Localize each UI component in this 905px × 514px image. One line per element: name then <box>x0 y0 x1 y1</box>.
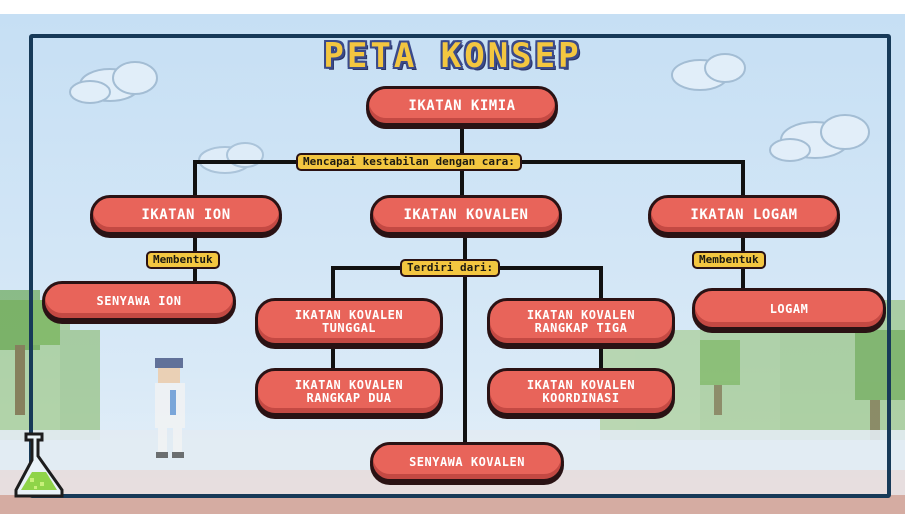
tag-terdiri-dari: Terdiri dari: <box>400 259 501 277</box>
cloud-right <box>671 53 746 91</box>
node-kovalen-rangkap-tiga[interactable]: IKATAN KOVALEN RANGKAP TIGA <box>487 298 675 346</box>
node-kovalen-tunggal[interactable]: IKATAN KOVALEN TUNGGAL <box>255 298 443 346</box>
node-ikatan-kimia[interactable]: IKATAN KIMIA <box>366 86 558 126</box>
tag-membentuk-ion: Membentuk <box>146 251 220 269</box>
node-ikatan-logam[interactable]: IKATAN LOGAM <box>648 195 840 235</box>
tag-membentuk-logam: Membentuk <box>692 251 766 269</box>
node-kovalen-rangkap-dua[interactable]: IKATAN KOVALEN RANGKAP DUA <box>255 368 443 416</box>
node-senyawa-kovalen[interactable]: SENYAWA KOVALEN <box>370 442 564 482</box>
node-senyawa-ion[interactable]: SENYAWA ION <box>42 281 236 321</box>
node-kovalen-koordinasi[interactable]: IKATAN KOVALEN KOORDINASI <box>487 368 675 416</box>
node-logam[interactable]: LOGAM <box>692 288 886 330</box>
tag-mencapai-kestabilan: Mencapai kestabilan dengan cara: <box>296 153 522 171</box>
node-ikatan-ion[interactable]: IKATAN ION <box>90 195 282 235</box>
cloud-left <box>69 61 158 104</box>
node-ikatan-kovalen[interactable]: IKATAN KOVALEN <box>370 195 562 235</box>
tree-right <box>700 330 905 440</box>
flask-icon[interactable] <box>12 432 70 500</box>
scientist-figure <box>155 358 185 458</box>
page-title: PETA KONSEP <box>323 36 582 76</box>
cloud-far-right <box>769 114 870 162</box>
